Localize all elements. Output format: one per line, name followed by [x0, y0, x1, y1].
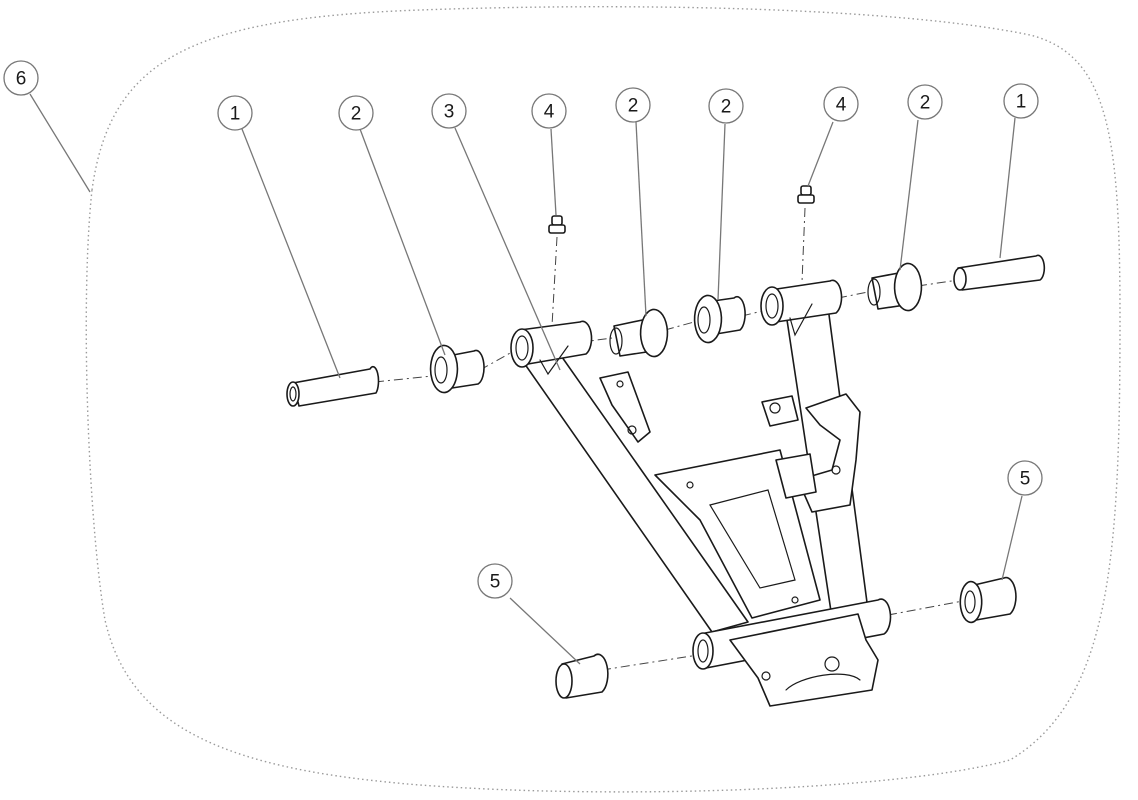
- callout-circle: [431, 93, 467, 129]
- callout-label: 6: [16, 69, 27, 90]
- bushing-a: [429, 344, 485, 394]
- callout-label: 4: [836, 95, 847, 116]
- callout-circle: [708, 88, 744, 124]
- callout-label: 2: [351, 104, 362, 125]
- callout-label: 5: [490, 572, 501, 593]
- callout-c1-left: 1: [217, 95, 253, 131]
- callout-label: 2: [920, 93, 931, 114]
- callout-circle: [3, 60, 39, 96]
- callout-circle: [338, 95, 374, 131]
- callout-label: 4: [544, 102, 555, 123]
- callout-label: 3: [444, 102, 455, 123]
- callout-c3: 3: [431, 93, 467, 129]
- callout-label: 2: [721, 97, 732, 118]
- callout-label: 1: [230, 104, 241, 125]
- leader-lines: [29, 93, 1023, 665]
- callout-c2-a: 2: [338, 95, 374, 131]
- callout-circle: [477, 563, 513, 599]
- callout-label: 1: [1016, 92, 1027, 113]
- grease-fitting-a: [548, 215, 566, 234]
- callout-c1-right: 1: [1003, 83, 1039, 119]
- pin-right: [953, 254, 1046, 291]
- callout-circle: [907, 84, 943, 120]
- bushing-b: [609, 308, 669, 358]
- callout-c2-b: 2: [615, 87, 651, 123]
- a-arm-frame: [510, 279, 892, 707]
- callout-c2-d: 2: [907, 84, 943, 120]
- end-bushing-right: [959, 576, 1017, 624]
- callout-c5-right: 5: [1007, 460, 1043, 496]
- callout-circle: [217, 95, 253, 131]
- callout-circle: [823, 86, 859, 122]
- callout-label: 2: [628, 96, 639, 117]
- callout-c4-a: 4: [531, 93, 567, 129]
- grease-fitting-b: [797, 185, 815, 204]
- callout-c5-left: 5: [477, 563, 513, 599]
- pin-left: [286, 365, 380, 407]
- bushing-c: [693, 294, 746, 344]
- callout-bubbles: 1 2 3 4 2 2 4 2 1 5 5 6: [3, 60, 1043, 599]
- assembly-boundary: [85, 6, 1121, 793]
- end-bushing-left: [555, 653, 609, 699]
- callout-c2-c: 2: [708, 88, 744, 124]
- callout-circle: [615, 87, 651, 123]
- callout-c4-b: 4: [823, 86, 859, 122]
- callout-circle: [1007, 460, 1043, 496]
- callout-c6: 6: [3, 60, 39, 96]
- callout-label: 5: [1020, 469, 1031, 490]
- callout-circle: [1003, 83, 1039, 119]
- callout-circle: [531, 93, 567, 129]
- bushing-d: [867, 262, 923, 312]
